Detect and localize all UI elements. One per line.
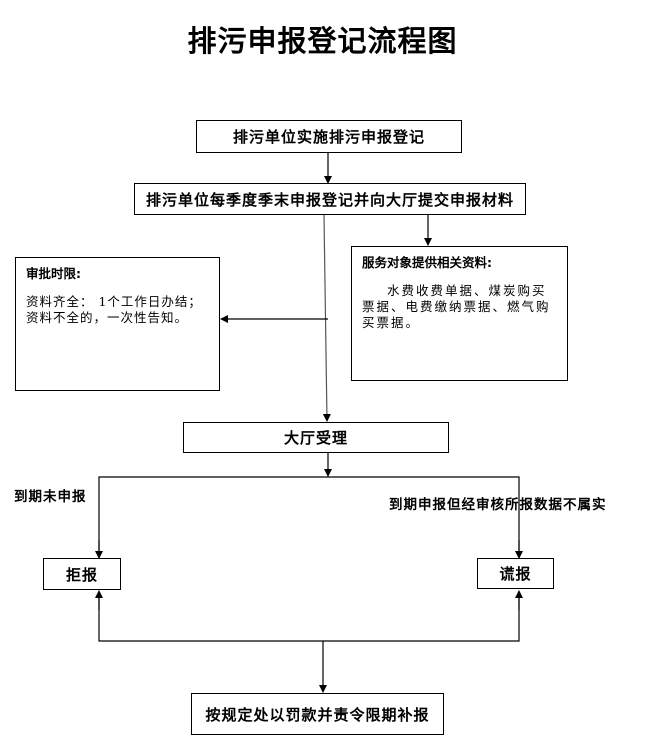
approval-limit-box: 审批时限: 资料齐全： 1个工作日办结； 资料不全的，一次性告知。 (15, 257, 220, 391)
step-quarterly-submission: 排污单位每季度季末申报登记并向大厅提交申报材料 (134, 183, 526, 215)
step-submit-declaration: 排污单位实施排污申报登记 (196, 120, 462, 153)
step-hall-accept-label: 大厅受理 (283, 429, 348, 447)
outcome-false-report-label: 谎报 (499, 565, 532, 583)
step-submit-declaration-label: 排污单位实施排污申报登记 (232, 128, 425, 146)
approval-limit-line-1: 资料齐全： 1个工作日办结； (26, 294, 202, 309)
step-quarterly-submission-label: 排污单位每季度季末申报登记并向大厅提交申报材料 (145, 190, 514, 209)
branch-bottom-line (98, 593, 520, 642)
approval-limit-heading: 审批时限: (26, 266, 81, 281)
outcome-false-report: 谎报 (477, 558, 554, 589)
page-title: 排污申报登记流程图 (187, 24, 458, 58)
materials-heading: 服务对象提供相关资料: (362, 255, 492, 270)
materials-body: 水费收费单据、煤炭购买票据、电费缴纳票据、燃气购买票据。 (362, 283, 551, 330)
arrow-step2-to-hall (322, 214, 331, 422)
materials-box: 服务对象提供相关资料: 水费收费单据、煤炭购买票据、电费缴纳票据、燃气购买票据。 (351, 246, 568, 381)
label-overdue: 到期未申报 (14, 489, 87, 505)
step-hall-accept: 大厅受理 (183, 422, 449, 453)
branch-top-line (98, 476, 520, 558)
outcome-refuse: 拒报 (43, 558, 121, 590)
step-penalty: 按规定处以罚款并责令限期补报 (191, 693, 444, 735)
approval-limit-line-2: 资料不全的，一次性告知。 (26, 310, 189, 325)
step-penalty-label: 按规定处以罚款并责令限期补报 (205, 705, 430, 724)
label-untrue-data: 到期申报但经审核所报数据不属实 (389, 497, 607, 513)
outcome-refuse-label: 拒报 (65, 565, 98, 584)
